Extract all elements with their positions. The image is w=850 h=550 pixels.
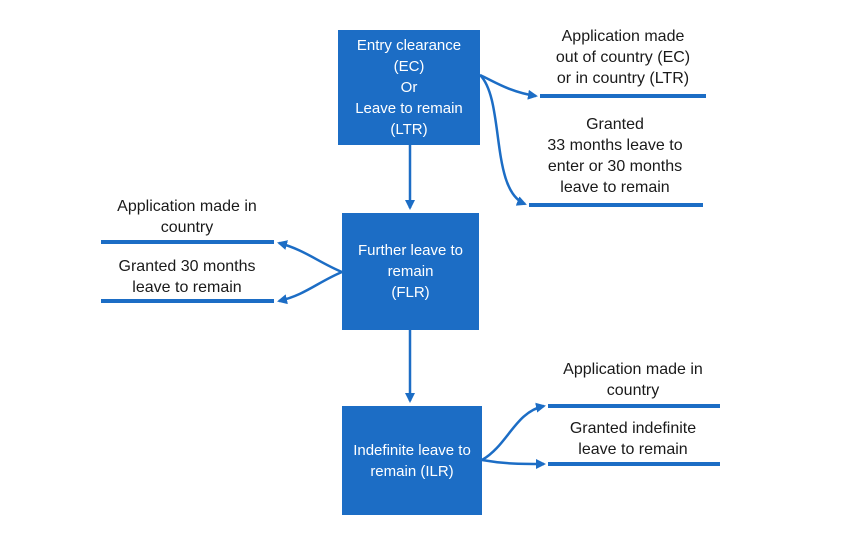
arrow-ilr-to-application [481, 402, 546, 462]
label-ilr-granted: Granted indefinite leave to remain [543, 418, 723, 460]
box-further-leave: Further leave to remain (FLR) [342, 213, 479, 330]
arrow-entry-to-application [479, 73, 538, 100]
label-line: leave to remain [578, 441, 688, 458]
label-line: or in country (LTR) [556, 70, 690, 87]
box-entry-line: Entry clearance [356, 37, 462, 54]
box-indefinite-leave: Indefinite leave to remain (ILR) [342, 406, 482, 515]
arrow-flr-to-granted [277, 270, 343, 305]
arrow-flr-to-application [277, 240, 343, 274]
arrow-entry-to-granted [479, 74, 527, 206]
box-ilr-line: Indefinite leave to [353, 441, 471, 459]
box-entry-line: (EC) [393, 58, 425, 75]
label-flr-granted: Granted 30 months leave to remain [97, 256, 277, 298]
label-line: country [606, 382, 660, 399]
label-line: Application made [561, 28, 685, 45]
label-flr-application: Application made in country [97, 196, 277, 238]
label-line: enter or 30 months [547, 158, 683, 175]
box-flr-line: Further leave to [357, 242, 464, 259]
label-line: Granted 30 months [118, 258, 256, 275]
box-entry-line: Or [400, 79, 418, 96]
label-line: out of country (EC) [555, 49, 691, 66]
box-flr-line: remain [387, 263, 434, 280]
box-entry-line: (LTR) [390, 121, 428, 138]
label-line: leave to remain [560, 179, 670, 196]
label-line: leave to remain [132, 279, 242, 296]
box-flr-line: (FLR) [391, 284, 430, 301]
label-line: country [160, 219, 214, 236]
label-entry-granted: Granted 33 months leave to enter or 30 m… [525, 114, 705, 198]
box-entry-clearance: Entry clearance (EC) Or Leave to remain … [338, 30, 480, 145]
box-entry-line: Leave to remain [355, 100, 463, 117]
label-line: Granted [586, 116, 644, 133]
label-entry-application: Application made out of country (EC) or … [533, 26, 713, 89]
box-ilr-line: remain (ILR) [370, 462, 454, 480]
label-line: Application made in [563, 361, 703, 378]
label-line: Granted indefinite [569, 420, 697, 437]
label-line: 33 months leave to [547, 137, 683, 154]
label-ilr-application: Application made in country [543, 359, 723, 401]
label-line: Application made in [117, 198, 257, 215]
arrow-ilr-to-granted [481, 458, 546, 469]
